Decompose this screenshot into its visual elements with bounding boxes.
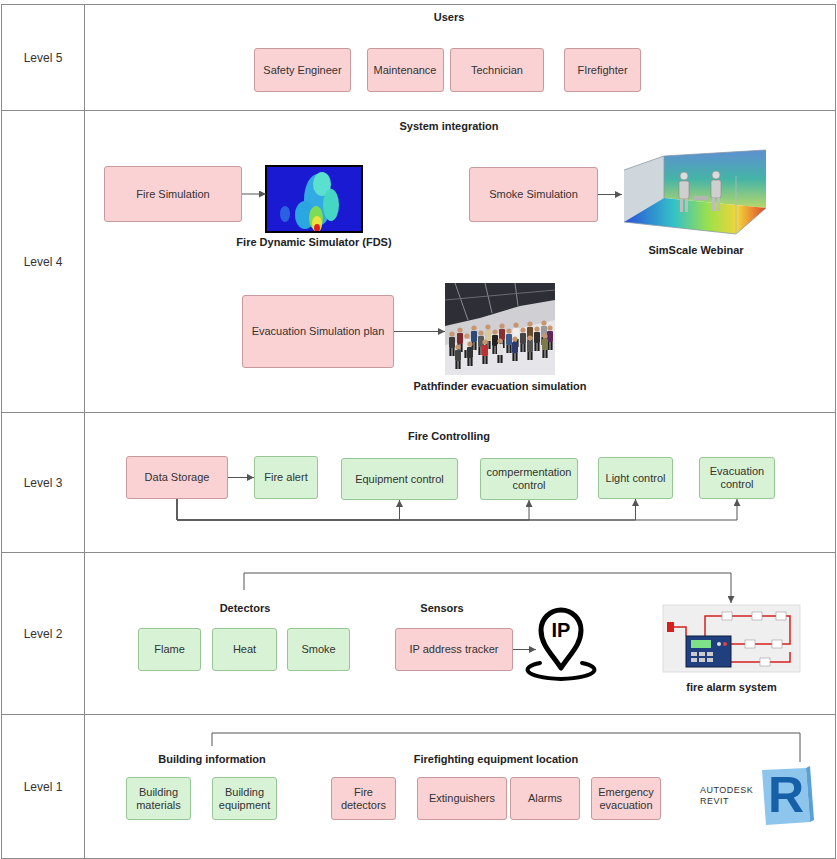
box-label: Building materials: [131, 786, 186, 812]
level-cell: Level 3: [2, 413, 85, 552]
ip-pin-icon: [528, 610, 595, 679]
box-label: Building equipment: [217, 786, 272, 812]
process-box: compermentation control: [480, 458, 578, 500]
process-box: Building equipment: [212, 777, 277, 820]
image-caption: fire alarm system: [686, 681, 777, 693]
section-heading: Fire Controlling: [408, 430, 490, 442]
group-heading: Detectors: [220, 602, 271, 614]
level-band: Level 5 UsersSafety Engineer Maintenance Te…: [1, 4, 836, 111]
image-caption: Pathfinder evacuation simulation: [414, 380, 587, 392]
level-cell: Level 2: [2, 553, 85, 714]
brand-name: AUTODESK REVIT: [700, 785, 760, 807]
level-band: Level 2 Flame Heat Smoke IP address tracker I…: [1, 552, 836, 715]
box-label: Safety Engineer: [259, 64, 346, 77]
process-box: Emergency evacuation: [591, 777, 661, 820]
group-heading: Sensors: [420, 602, 463, 614]
connector: [177, 499, 636, 520]
box-label: Smoke: [292, 643, 345, 656]
connector: [394, 331, 445, 332]
box-label: Fire Simulation: [109, 188, 237, 201]
box-label: Light control: [603, 472, 668, 485]
process-box: Technician: [450, 48, 544, 92]
connector: [228, 477, 254, 478]
connector: [513, 649, 536, 650]
group-heading: Building information: [158, 753, 266, 765]
box-label: Evacuation Simulation plan: [247, 325, 389, 338]
process-box: FIrefighter: [564, 48, 641, 92]
process-box: Maintenance: [367, 48, 444, 92]
process-box: Extinguishers: [417, 777, 507, 820]
box-label: Flame: [143, 643, 196, 656]
process-box: Data Storage: [126, 456, 228, 499]
process-box: Heat: [212, 628, 277, 671]
box-label: Alarms: [515, 792, 575, 805]
process-box: Smoke Simulation: [469, 167, 598, 222]
illustration-frame: Pathfinder evacuation simulation: [445, 283, 555, 375]
process-box: Smoke: [287, 628, 350, 671]
level-label: Level 2: [24, 627, 63, 641]
level-cell: Level 1: [2, 715, 85, 858]
image-caption: SimScale Webinar: [648, 244, 743, 256]
logo-letter: R: [762, 766, 810, 824]
level-label: Level 4: [24, 255, 63, 269]
box-label: Data Storage: [131, 471, 223, 484]
box-label: Heat: [217, 643, 272, 656]
illustration-frame: Fire Dynamic Simulator (FDS): [266, 166, 362, 232]
box-label: Extinguishers: [422, 792, 502, 805]
pathfinder-crowd: [445, 283, 555, 375]
simscale-room: [624, 150, 766, 234]
process-box: Fire detectors: [331, 777, 396, 820]
box-label: Fire alert: [259, 471, 313, 484]
level-cell: Level 4: [2, 111, 85, 412]
process-box: Evacuation control: [699, 457, 775, 499]
process-box: Safety Engineer: [254, 48, 351, 92]
process-box: Flame: [138, 628, 201, 671]
revit-logo-tile: [762, 766, 814, 825]
connector: [242, 194, 266, 195]
box-label: Smoke Simulation: [474, 188, 593, 201]
box-label: Fire detectors: [336, 786, 391, 812]
box-label: Emergency evacuation: [596, 786, 656, 812]
level-band: Level 4 System integrationFire Simulation…: [1, 110, 836, 413]
fire-alarm-illustration: [663, 605, 800, 672]
process-box: IP address tracker: [395, 628, 513, 671]
box-label: Equipment control: [346, 473, 453, 486]
level-label: Level 3: [24, 476, 63, 490]
level-label: Level 5: [24, 51, 63, 65]
process-box: Light control: [598, 457, 673, 499]
ip-icon-text: IP: [536, 620, 586, 640]
connector: [177, 499, 400, 520]
box-label: compermentation control: [485, 466, 573, 492]
box-label: Technician: [455, 64, 539, 77]
process-box: Alarms: [510, 777, 580, 820]
process-box: Evacuation Simulation plan: [242, 295, 394, 368]
illustration-frame: fire alarm system: [663, 605, 800, 672]
section-heading: Users: [434, 11, 465, 23]
level2-wire: [244, 573, 731, 603]
process-box: Fire alert: [254, 456, 318, 499]
box-label: IP address tracker: [400, 643, 508, 656]
image-caption: Fire Dynamic Simulator (FDS): [236, 236, 391, 248]
level-band: Level 3 Fire ControllingData Storage Fire …: [1, 412, 836, 553]
process-box: Equipment control: [341, 458, 458, 500]
box-label: Evacuation control: [704, 465, 770, 491]
group-heading: Firefighting equipment location: [414, 753, 578, 765]
process-box: Fire Simulation: [104, 166, 242, 222]
connector: [598, 194, 622, 195]
process-box: Building materials: [126, 777, 191, 820]
level-cell: Level 5: [2, 5, 85, 110]
box-label: FIrefighter: [569, 64, 636, 77]
section-heading: System integration: [399, 120, 498, 132]
level-band: Level 1 Building materials Building equipm…: [1, 714, 836, 859]
box-label: Maintenance: [372, 64, 439, 77]
fds-plot: [266, 166, 362, 232]
ip-icon: IP: [536, 606, 586, 682]
connector: [177, 499, 737, 520]
illustration-frame: SimScale Webinar: [622, 150, 770, 236]
revit-logo: AUTODESK REVITR: [698, 765, 812, 827]
level-label: Level 1: [24, 780, 63, 794]
connector: [177, 499, 529, 520]
